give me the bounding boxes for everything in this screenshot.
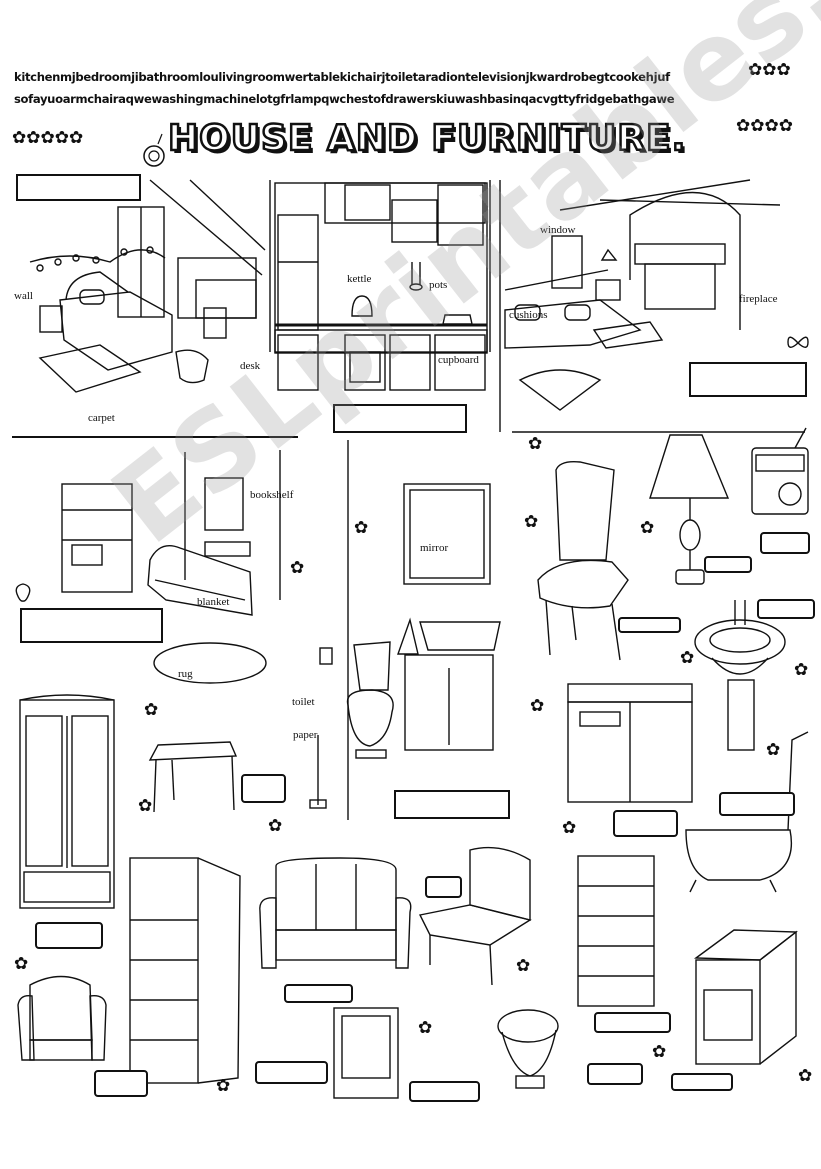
- bed-small: [418, 846, 532, 986]
- chair: [537, 460, 629, 661]
- flower-icon: ✿✿✿✿: [736, 116, 793, 136]
- armchair: [17, 975, 107, 1061]
- cooker: [693, 929, 798, 1065]
- washbasin: [694, 600, 786, 751]
- flower-icon: ✿: [354, 518, 369, 538]
- flower-icon: ✿✿✿✿✿: [12, 128, 84, 148]
- flower-icon: ✿: [290, 558, 305, 578]
- wardrobe: [19, 694, 115, 909]
- answer-box-wardrobe[interactable]: [35, 922, 103, 949]
- sofa: [259, 857, 412, 969]
- toilet-bottom: [497, 1009, 559, 1089]
- answer-box-living-room[interactable]: [689, 362, 807, 397]
- answer-box-armchair[interactable]: [94, 1070, 148, 1097]
- butterfly-icon: [787, 336, 809, 348]
- answer-box-cooker[interactable]: [671, 1073, 733, 1091]
- flower-icon: ✿: [640, 518, 655, 538]
- label-cupboard: cupboard: [438, 354, 479, 366]
- label-window: window: [540, 224, 576, 236]
- bedroom-scene: [29, 179, 266, 393]
- flower-icon: ✿: [794, 660, 809, 680]
- answer-box-bed[interactable]: [425, 876, 462, 898]
- living-room-scene: [504, 179, 781, 411]
- label-paper: paper: [293, 729, 318, 741]
- answer-box-toilet[interactable]: [587, 1063, 643, 1085]
- answer-box-kitchen[interactable]: [333, 404, 467, 433]
- flower-icon: ✿: [530, 696, 545, 716]
- label-fireplace: fireplace: [739, 293, 778, 305]
- television: [333, 1007, 399, 1099]
- answer-box-bedroom[interactable]: [16, 174, 141, 201]
- answer-box-study[interactable]: [20, 608, 163, 643]
- flower-icon: ✿: [418, 1018, 433, 1038]
- flower-icon: ✿✿✿: [748, 60, 791, 80]
- answer-box-sofa[interactable]: [284, 984, 353, 1003]
- answer-box-chair[interactable]: [618, 617, 681, 633]
- label-desk: desk: [240, 360, 261, 372]
- flower-icon: ✿: [528, 434, 543, 454]
- answer-box-radio[interactable]: [760, 532, 810, 554]
- flower-icon: ✿: [138, 796, 153, 816]
- answer-box-fridge[interactable]: [255, 1061, 328, 1084]
- flower-icon: ✿: [680, 648, 695, 668]
- flower-icon: ✿: [14, 954, 29, 974]
- label-toilet: toilet: [292, 696, 315, 708]
- answer-box-bathtub[interactable]: [613, 810, 678, 837]
- answer-box-bathroom[interactable]: [394, 790, 510, 819]
- chest-of-drawers: [577, 855, 655, 1007]
- kitchen-scene: [274, 182, 488, 391]
- table: [148, 741, 238, 813]
- flower-icon: ✿: [268, 816, 283, 836]
- label-rug: rug: [178, 668, 193, 680]
- answer-box-chest-of-drawers[interactable]: [594, 1012, 671, 1033]
- label-mirror: mirror: [420, 542, 449, 554]
- label-pots: pots: [429, 279, 448, 291]
- label-cushions: cushions: [509, 309, 548, 321]
- bathroom-scene: [309, 483, 501, 809]
- study-scene: [61, 450, 281, 684]
- label-wall: wall: [14, 290, 33, 302]
- answer-box-table[interactable]: [241, 774, 286, 803]
- answer-box-television[interactable]: [409, 1081, 480, 1102]
- word-puzzle-line-1: kitchenmjbedroomjibathroomloulivingroomw…: [14, 70, 670, 84]
- answer-box-washbasin[interactable]: [757, 599, 815, 619]
- snail-icon: [143, 133, 165, 167]
- flower-icon: ✿: [798, 1066, 813, 1086]
- radio: [751, 427, 809, 515]
- answer-box-lamp[interactable]: [704, 556, 752, 573]
- label-carpet: carpet: [88, 412, 115, 424]
- label-bookshelf: bookshelf: [250, 489, 294, 501]
- fridge: [129, 857, 241, 1084]
- flower-icon: ✿: [524, 512, 539, 532]
- page-title: HOUSE AND FURNITURE.: [167, 117, 687, 161]
- flower-icon: ✿: [216, 1076, 231, 1096]
- flower-icon: ✿: [144, 700, 159, 720]
- washing-machine: [567, 683, 693, 803]
- label-blanket: blanket: [197, 596, 230, 608]
- strawberry-icon: [15, 583, 31, 602]
- answer-box-washing-machine[interactable]: [719, 792, 795, 816]
- word-puzzle-line-2: sofayuoarmchairaqwewashingmachinelotgfrl…: [14, 92, 675, 106]
- lamp: [649, 434, 730, 585]
- flower-icon: ✿: [652, 1042, 667, 1062]
- label-kettle: kettle: [347, 273, 372, 285]
- flower-icon: ✿: [766, 740, 781, 760]
- flower-icon: ✿: [516, 956, 531, 976]
- flower-icon: ✿: [562, 818, 577, 838]
